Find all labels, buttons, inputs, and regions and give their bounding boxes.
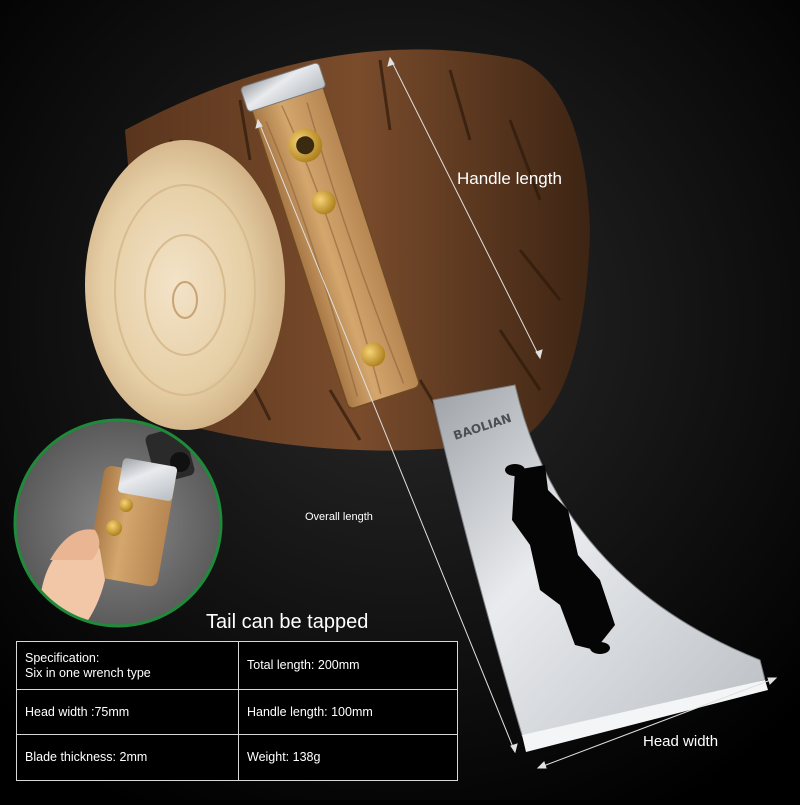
tail-caption: Tail can be tapped <box>206 611 369 633</box>
handle-length-label: Handle length <box>457 169 562 188</box>
specification-table: Specification: Six in one wrench type To… <box>16 641 458 781</box>
spec-cell: Total length: 200mm <box>238 641 458 690</box>
head-width-label: Head width <box>643 733 719 750</box>
spec-cell: Head width :75mm <box>16 689 239 735</box>
spec-cell: Blade thickness: 2mm <box>16 734 239 781</box>
spec-cell: Specification: Six in one wrench type <box>16 641 239 690</box>
spec-cell: Weight: 138g <box>238 734 458 781</box>
overall-length-label: Overall length <box>305 511 373 523</box>
table-row: Head width :75mm Handle length: 100mm <box>16 689 458 735</box>
handle-image <box>240 62 420 409</box>
spec-cell: Handle length: 100mm <box>238 689 458 735</box>
spec-cell-text: Specification: <box>25 650 100 665</box>
scraper-tool-image: BAOLIAN <box>432 384 768 752</box>
dimension-arrow-icon <box>255 56 778 769</box>
table-row: Specification: Six in one wrench type To… <box>16 641 458 690</box>
table-row: Blade thickness: 2mm Weight: 138g <box>16 734 458 781</box>
spec-cell-text: Six in one wrench type <box>25 665 151 680</box>
hand-tapping-inset-image <box>13 418 223 628</box>
